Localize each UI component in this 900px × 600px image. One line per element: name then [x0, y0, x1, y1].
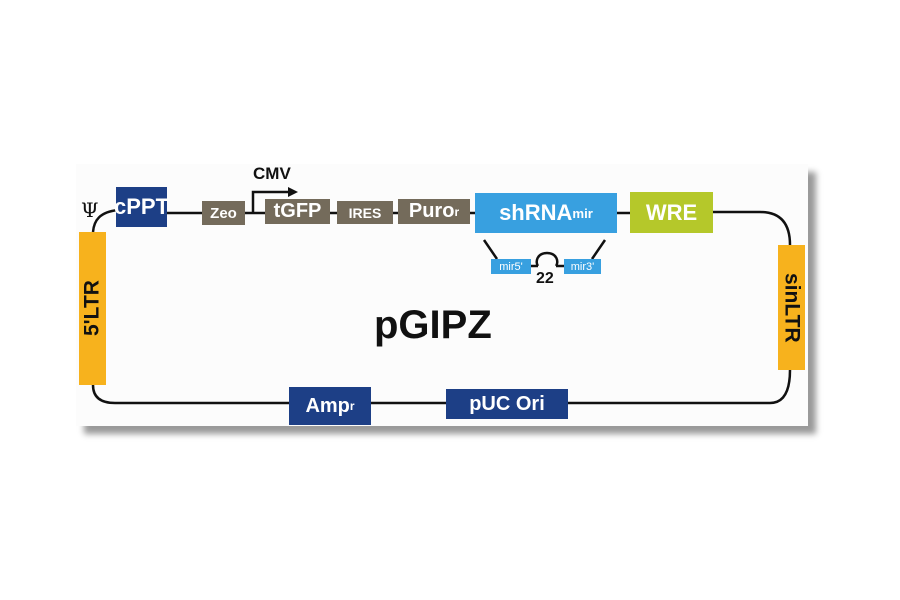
- mir5-box: mir5': [491, 259, 531, 274]
- puro-label: Puro: [408, 200, 455, 222]
- loop-label: 22: [536, 270, 554, 287]
- cmv-label: CMV: [253, 164, 291, 183]
- amp-label: Amp: [305, 394, 350, 417]
- cppt-box: cPPT: [114, 187, 169, 227]
- puro-sup: r: [454, 204, 460, 219]
- sinltr-box: sinLTR: [778, 245, 805, 370]
- cmv-arrow-icon: [288, 187, 298, 197]
- ires-box: IRES: [337, 201, 393, 224]
- tgfp-box: tGFP: [265, 199, 330, 224]
- shrna-sup: mir: [572, 205, 593, 221]
- wre-box: WRE: [630, 192, 713, 233]
- puc-ori-box: pUC Ori: [446, 389, 568, 419]
- shrna-label: shRNA: [499, 200, 573, 225]
- plasmid-title: pGIPZ: [374, 303, 492, 347]
- psi-label: Ψ: [81, 198, 99, 222]
- zeo-box: Zeo: [202, 201, 245, 225]
- mir3-box: mir3': [564, 259, 601, 274]
- amp-sup: r: [349, 399, 355, 413]
- ltr5-box: 5'LTR: [79, 232, 106, 385]
